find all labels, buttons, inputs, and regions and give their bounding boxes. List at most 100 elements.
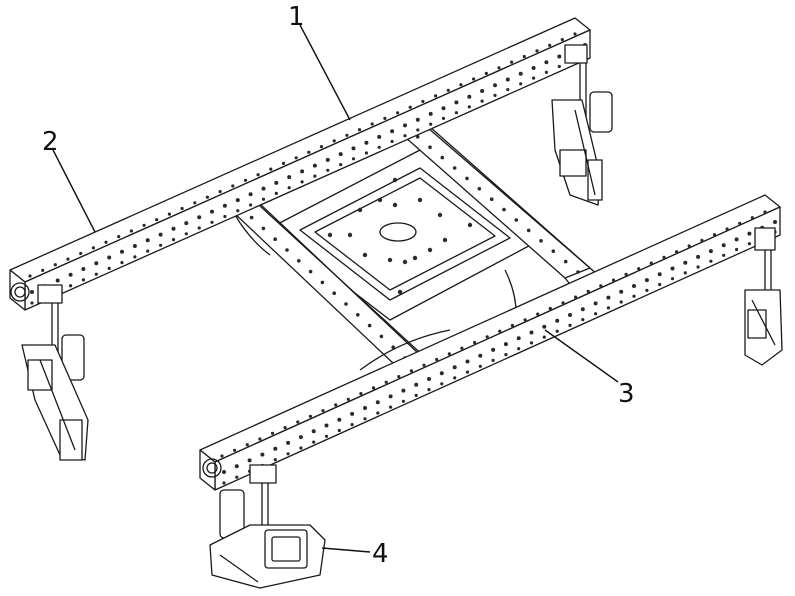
- beam-hole: [504, 353, 508, 357]
- beam-hole: [523, 318, 527, 322]
- beam-hole: [557, 64, 561, 69]
- beam-hole: [370, 122, 374, 126]
- beam-hole: [298, 435, 303, 440]
- beam-hole: [522, 54, 526, 59]
- beam-hole: [313, 174, 317, 178]
- beam-hole: [574, 295, 578, 299]
- callout-label-3: 3: [618, 379, 635, 409]
- beam-hole: [233, 448, 237, 452]
- beam-hole: [218, 190, 222, 194]
- callout-label-4: 4: [372, 539, 389, 569]
- rear-long-beam: [9, 17, 591, 311]
- beam-hole: [447, 352, 451, 356]
- beam-hole: [722, 253, 726, 257]
- beam-hole: [529, 330, 534, 335]
- beam-hole: [30, 301, 34, 305]
- beam-hole: [536, 312, 540, 316]
- beam-hole: [120, 249, 124, 254]
- beam-hole: [81, 278, 85, 282]
- plate-hole: [467, 222, 473, 228]
- beam-hole: [210, 220, 214, 224]
- beam-hole: [510, 323, 514, 328]
- beam-hole: [485, 335, 489, 339]
- beam-hole: [557, 54, 562, 59]
- beam-hole: [403, 123, 407, 128]
- beam-hole: [491, 347, 496, 352]
- beam-hole: [555, 329, 559, 333]
- beam-hole: [222, 203, 227, 208]
- beam-hole: [377, 145, 381, 149]
- beam-hole: [712, 233, 717, 237]
- plate-hole: [377, 197, 383, 203]
- beam-hole: [480, 89, 485, 93]
- beam-hole: [721, 243, 726, 248]
- beam-hole: [376, 411, 380, 415]
- beam-hole: [384, 380, 388, 384]
- beam-hole: [586, 289, 590, 293]
- beam-hole: [68, 272, 73, 277]
- beam-hole: [296, 420, 300, 424]
- beam-hole: [505, 77, 510, 82]
- beam-hole: [649, 261, 653, 265]
- cross-member-hole: [489, 197, 494, 201]
- cross-member-hole: [563, 259, 568, 264]
- beam-hole: [133, 255, 137, 259]
- gripper-assembly-front-right: [744, 227, 783, 366]
- beam-hole: [747, 231, 752, 236]
- beam-hole: [658, 282, 662, 287]
- beam-hole: [421, 99, 425, 104]
- beam-hole: [593, 301, 598, 306]
- beam-hole: [324, 434, 329, 438]
- beam-hole: [683, 260, 688, 265]
- beam-hole: [234, 464, 239, 469]
- plate-hole: [427, 247, 433, 253]
- beam-hole: [91, 246, 95, 250]
- beam-hole: [334, 403, 338, 407]
- beam-hole: [446, 88, 450, 92]
- beam-hole: [364, 140, 369, 145]
- beam-hole: [662, 255, 666, 259]
- cross-member-hole: [440, 155, 445, 160]
- beam-hole: [359, 392, 363, 396]
- beam-hole: [401, 399, 405, 403]
- beam-hole: [180, 206, 184, 211]
- beam-hole: [236, 209, 240, 213]
- beam-hole: [467, 94, 472, 99]
- beam-hole: [429, 122, 433, 126]
- beam-hole: [624, 272, 628, 276]
- beam-hole: [542, 335, 546, 339]
- plate-hole: [327, 232, 333, 238]
- beam-hole: [325, 157, 330, 162]
- beam-hole: [738, 221, 742, 225]
- beam-hole: [657, 272, 662, 277]
- beam-hole: [568, 323, 572, 327]
- beam-hole: [66, 257, 70, 261]
- beam-hole: [117, 235, 121, 239]
- beam-hole: [519, 82, 523, 86]
- beam-hole: [247, 458, 252, 463]
- callout-label-2: 2: [42, 127, 59, 157]
- beam-hole: [670, 266, 675, 271]
- beam-hole: [371, 386, 376, 390]
- beam-hole: [670, 277, 675, 281]
- beam-hole: [544, 70, 549, 74]
- cross-member-hole: [502, 207, 506, 212]
- beam-hole: [270, 431, 275, 435]
- beam-hole: [503, 342, 508, 347]
- beam-hole: [452, 365, 457, 370]
- beam-hole: [480, 99, 484, 103]
- beam-hole: [580, 307, 585, 312]
- gripper-assembly-front-left: [209, 464, 326, 589]
- plate-hole: [357, 207, 363, 213]
- beam-hole: [747, 242, 752, 246]
- beam-hole: [155, 218, 159, 222]
- beam-hole: [696, 254, 701, 259]
- beam-hole: [484, 71, 488, 75]
- beam-hole: [171, 226, 176, 231]
- beam-hole: [167, 212, 171, 216]
- cross-member-hole: [249, 215, 254, 220]
- beam-hole: [363, 406, 367, 410]
- beam-hole: [568, 313, 572, 317]
- beam-hole: [544, 60, 549, 65]
- beam-hole: [389, 405, 393, 409]
